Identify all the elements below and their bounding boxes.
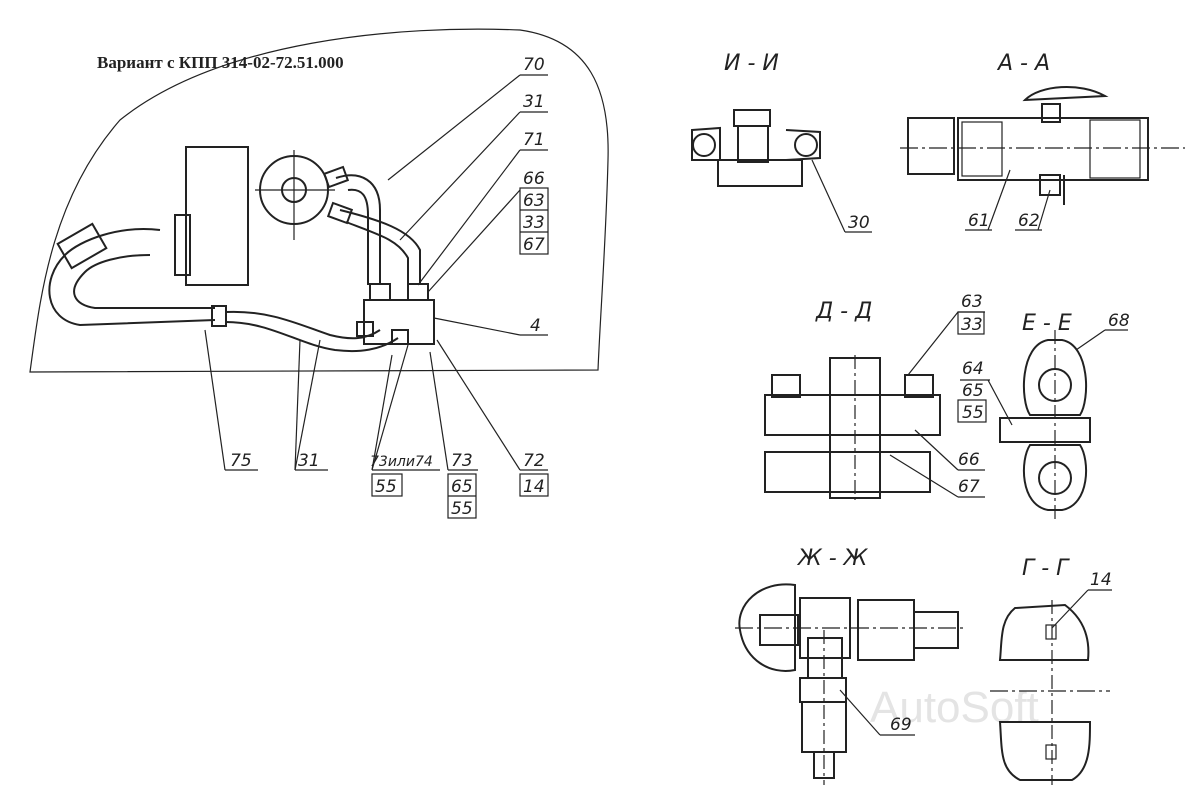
callout-55-b: 55 — [451, 499, 473, 519]
section-zhzh — [735, 583, 965, 785]
callout-61: 61 — [968, 211, 990, 231]
gearbox-body — [185, 146, 249, 286]
section-label-aa: А - А — [996, 51, 1050, 76]
section-label-ii: И - И — [724, 51, 779, 76]
callout-14: 14 — [523, 477, 545, 497]
distributor-block — [363, 299, 435, 345]
callout-55: 55 — [375, 477, 397, 497]
callout-66-dd: 66 — [958, 450, 980, 470]
callout-75: 75 — [230, 451, 252, 471]
callout-68: 68 — [1108, 311, 1130, 331]
callout-31-lower: 31 — [298, 451, 320, 471]
drawing-title: Вариант с КПП 314-02-72.51.000 — [97, 53, 344, 72]
callout-70: 70 — [523, 55, 545, 75]
watermark: AutoSoft — [870, 683, 1039, 732]
callout-65-ee: 65 — [962, 381, 984, 401]
section-label-gg: Г - Г — [1022, 556, 1070, 581]
callout-67-dd: 67 — [958, 477, 980, 497]
callout-69: 69 — [890, 715, 912, 735]
section-label-dd: Д - Д — [815, 299, 872, 324]
callout-66: 66 — [523, 169, 545, 189]
callout-71: 71 — [523, 130, 545, 150]
section-label-ee: Е - Е — [1022, 311, 1072, 336]
fitting — [211, 305, 227, 327]
callout-4: 4 — [530, 316, 541, 336]
section-ii — [691, 109, 872, 233]
callout-65: 65 — [451, 477, 473, 497]
section-dd — [764, 311, 985, 500]
section-label-zhzh: Ж - Ж — [796, 546, 869, 571]
main-assembly-view — [29, 28, 609, 519]
callout-64: 64 — [962, 359, 984, 379]
section-aa — [900, 86, 1185, 231]
callout-55-ee: 55 — [962, 403, 984, 423]
callout-72: 72 — [523, 451, 545, 471]
callout-63: 63 — [523, 191, 545, 211]
callout-73: 73 — [451, 451, 473, 471]
callout-73-or-74: 73или74 — [370, 454, 433, 470]
section-ee — [957, 329, 1128, 520]
callout-30: 30 — [848, 213, 870, 233]
callout-62: 62 — [1018, 211, 1040, 231]
callout-33-dd: 33 — [961, 315, 983, 335]
callout-33: 33 — [523, 213, 545, 233]
callout-63-dd: 63 — [961, 292, 983, 312]
section-gg — [990, 589, 1112, 785]
callout-14-gg: 14 — [1090, 570, 1112, 590]
callout-31: 31 — [523, 92, 545, 112]
callout-67: 67 — [523, 235, 545, 255]
